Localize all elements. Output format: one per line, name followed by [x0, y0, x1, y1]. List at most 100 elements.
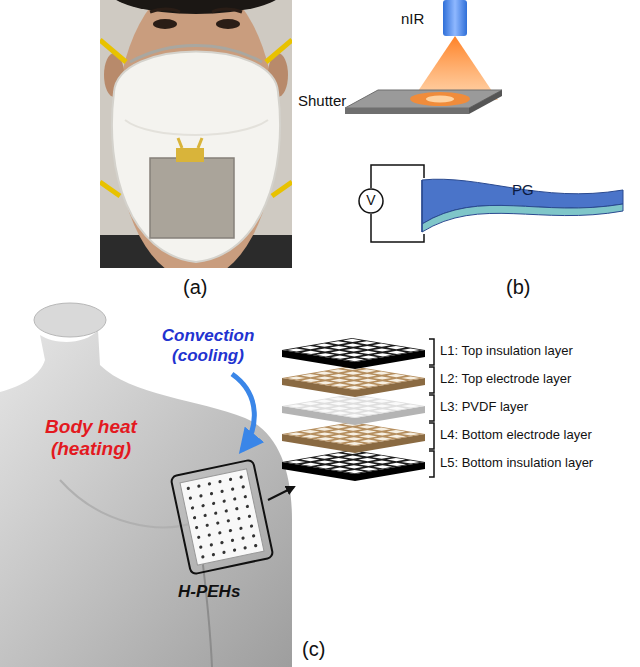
layer-label: L2: Top electrode layer — [440, 372, 571, 387]
patch-hole — [188, 496, 192, 500]
layer-hole — [359, 435, 378, 438]
layer-bracket — [429, 395, 434, 421]
patch-hole — [241, 536, 245, 540]
layer-hole — [316, 460, 335, 463]
layer-hole — [344, 348, 363, 351]
layer-label: L3: PVDF layer — [440, 400, 528, 415]
layer-hole — [315, 372, 334, 375]
layer-label: L5: Bottom insulation layer — [440, 456, 593, 471]
layer-hole — [359, 468, 378, 471]
layer-hole — [358, 369, 377, 372]
layer-hole — [330, 435, 349, 438]
layer-hole — [315, 400, 334, 403]
layer-hole — [401, 404, 420, 407]
layer-hole — [301, 430, 320, 433]
film-layer — [282, 422, 425, 453]
panel-label: (c) — [302, 638, 325, 661]
layer-brackets — [429, 339, 434, 477]
patch-hole — [243, 546, 247, 550]
layer-hole — [330, 458, 349, 461]
layer-hole — [315, 344, 334, 347]
layer-hole — [330, 346, 349, 349]
patch-hole — [220, 541, 224, 545]
device-label: H-PEHs — [178, 582, 240, 602]
layer-hole — [331, 412, 350, 415]
patch-hole — [205, 523, 209, 527]
patch-hole — [191, 506, 195, 510]
layer-hole — [344, 372, 363, 375]
layer-hole — [345, 409, 364, 412]
layer-hole — [387, 346, 406, 349]
patch-hole — [231, 538, 235, 542]
layer-hole — [330, 407, 349, 410]
source-label: nIR — [401, 10, 424, 27]
patch-hole — [210, 492, 214, 496]
layer-hole — [345, 386, 364, 389]
patch-hole — [207, 533, 211, 537]
layer-hole — [344, 428, 363, 431]
layer-bracket — [429, 451, 434, 477]
layer-hole — [302, 351, 321, 354]
layer-hole — [316, 376, 335, 379]
layer-hole — [331, 356, 350, 359]
layer-hole — [373, 348, 392, 351]
layer-hole — [387, 435, 406, 438]
layer-hole — [345, 358, 364, 361]
patch-hole — [229, 529, 233, 533]
layer-hole — [387, 374, 406, 377]
layer-hole — [387, 458, 406, 461]
patch-hole — [237, 517, 241, 521]
layer-hole — [359, 356, 378, 359]
layer-hole — [343, 339, 362, 342]
node-text: PG — [512, 182, 534, 199]
layer-hole — [302, 407, 321, 410]
patch-hole — [201, 504, 205, 508]
patch-hole — [252, 534, 256, 538]
layer-hole — [345, 437, 364, 440]
layer-hole — [329, 425, 348, 428]
layer-hole — [387, 379, 406, 382]
layer-bracket — [429, 423, 434, 449]
layer-hole — [301, 374, 320, 377]
layer-hole — [372, 372, 391, 375]
patch-hole — [197, 535, 201, 539]
layer-hole — [344, 376, 363, 379]
layer-hole — [373, 381, 392, 384]
layer-hole — [358, 397, 377, 400]
patch-hole — [229, 477, 233, 481]
layer-hole — [387, 463, 406, 466]
layer-hole — [345, 442, 364, 445]
layer-hole — [316, 348, 335, 351]
film-layer — [282, 394, 425, 425]
layer-hole — [330, 430, 349, 433]
layer-hole — [358, 341, 377, 344]
layer-hole — [387, 402, 406, 405]
patch-hole — [212, 553, 216, 557]
layer-hole — [287, 376, 306, 379]
layer-hole — [359, 440, 378, 443]
patch-hole — [199, 545, 203, 549]
pg-film: PG — [420, 178, 625, 234]
layer-hole — [302, 435, 321, 438]
layer-hole — [331, 468, 350, 471]
layer-hole — [372, 428, 391, 431]
layer-hole — [331, 384, 350, 387]
layer-hole — [359, 384, 378, 387]
circuit-wire — [371, 165, 424, 188]
layer-hole — [329, 341, 348, 344]
layer-hole — [344, 404, 363, 407]
layer-hole — [330, 402, 349, 405]
layer-hole — [301, 458, 320, 461]
patch-hole — [193, 516, 197, 520]
nir-setup — [345, 0, 502, 114]
film-edge — [422, 204, 623, 232]
layer-hole — [344, 432, 363, 435]
heat-label: Body heat (heating) — [36, 416, 146, 460]
film-layer — [282, 450, 425, 481]
layer-hole — [373, 460, 392, 463]
layer-hole — [387, 430, 406, 433]
part-label: Shutter — [298, 92, 346, 109]
layer-hole — [344, 344, 363, 347]
